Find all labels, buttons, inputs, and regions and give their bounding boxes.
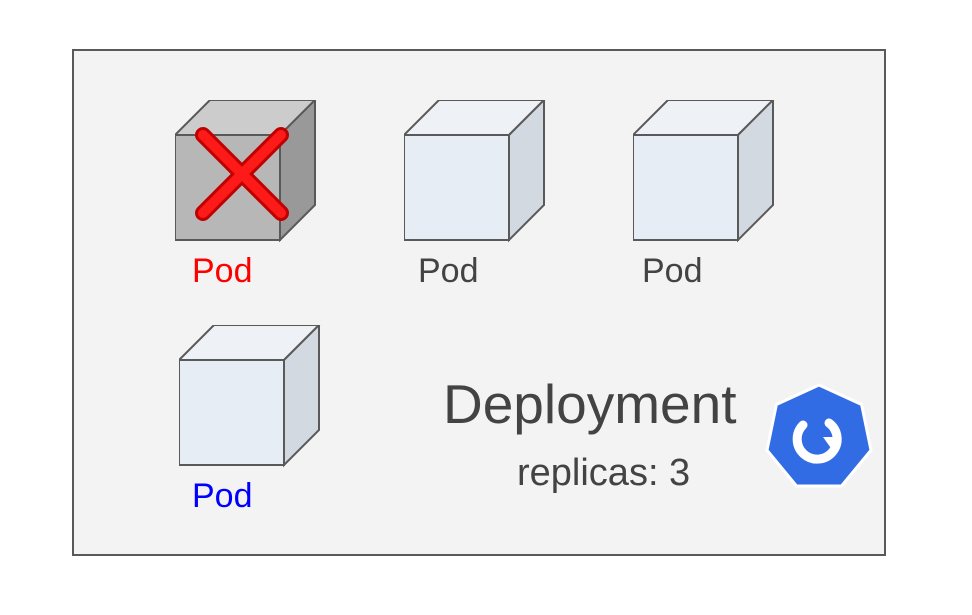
pod-label: Pod <box>418 252 479 290</box>
pod-running: Pod <box>404 100 549 290</box>
pod-label: Pod <box>192 477 253 515</box>
deployment-title: Deployment <box>443 373 737 435</box>
pod-label: Pod <box>642 252 703 290</box>
x-mark-icon <box>195 127 289 221</box>
deployment-refresh-icon <box>765 383 873 488</box>
cube-icon <box>404 100 546 243</box>
cube-icon <box>633 100 775 243</box>
cube-icon <box>179 325 321 468</box>
deployment-replicas: replicas: 3 <box>517 452 691 494</box>
pod-running: Pod <box>633 100 778 290</box>
pod-failed: Pod <box>175 100 320 290</box>
pod-label: Pod <box>192 252 253 290</box>
pod-new: Pod <box>179 325 324 515</box>
